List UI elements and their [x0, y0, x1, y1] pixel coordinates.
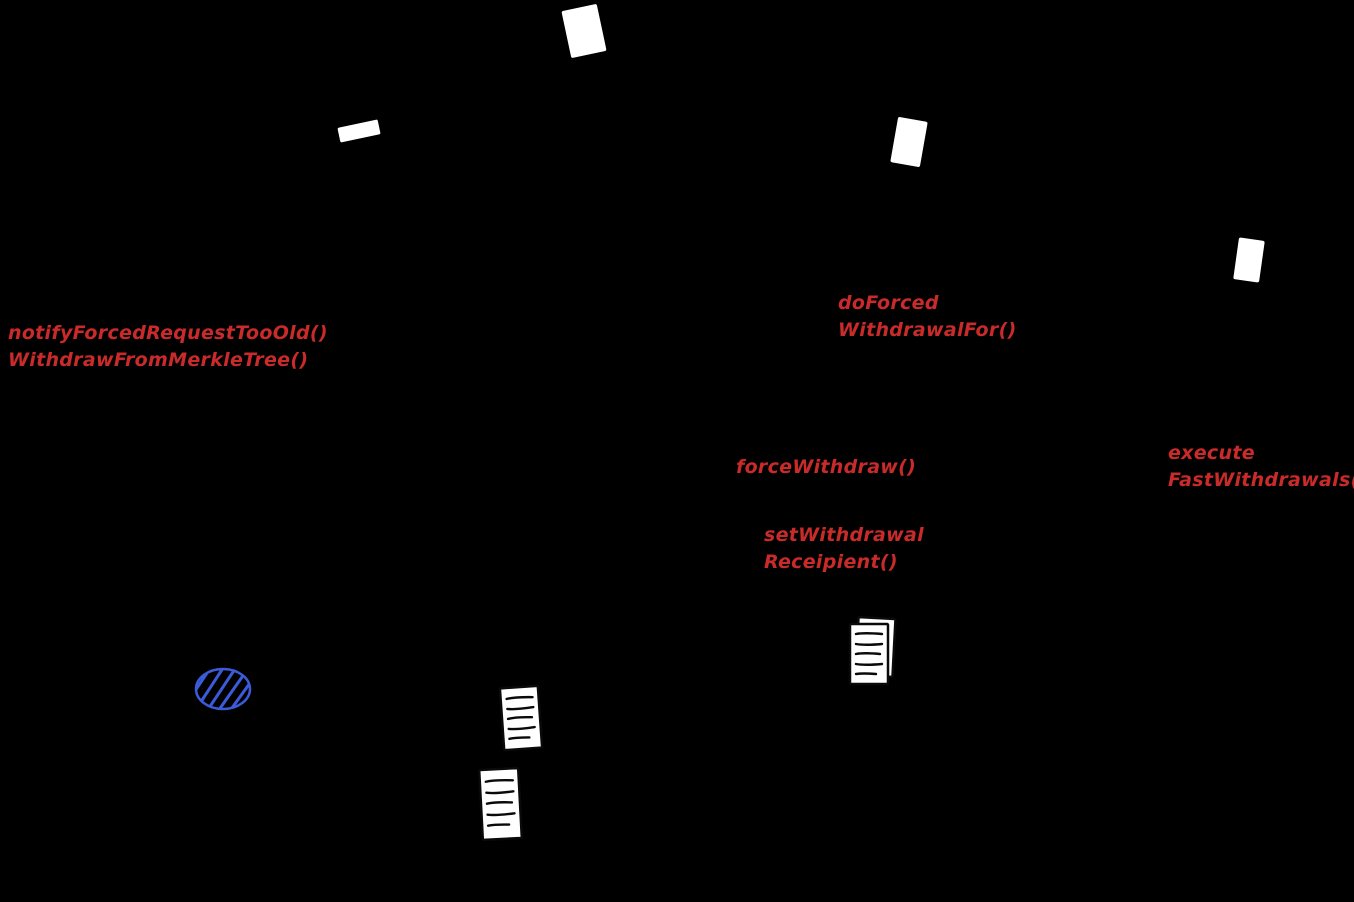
- document-lines-icon: [475, 765, 526, 843]
- document-stack-icon: [846, 616, 898, 688]
- paper-sheet-icon: [888, 115, 930, 168]
- label-line: setWithdrawal: [764, 524, 924, 546]
- paper-sheet-icon: [559, 2, 609, 59]
- label-execute-fast-withdrawals: execute FastWithdrawals(): [1168, 440, 1354, 494]
- label-line: FastWithdrawals(): [1168, 469, 1354, 491]
- label-line: execute: [1168, 442, 1255, 464]
- label-set-withdrawal-recipient: setWithdrawal Receipient(): [764, 522, 924, 576]
- label-notify-forced-request: notifyForcedRequestTooOld() WithdrawFrom…: [8, 320, 328, 374]
- scribble-ellipse-icon: [193, 666, 253, 712]
- paper-sheet-icon: [337, 118, 382, 144]
- label-line: notifyForcedRequestTooOld(): [8, 322, 328, 344]
- label-line: forceWithdraw(): [736, 456, 917, 478]
- label-force-withdraw: forceWithdraw(): [736, 454, 916, 481]
- label-do-forced-withdrawal-for: doForced WithdrawalFor(): [838, 290, 1017, 344]
- paper-sheet-icon: [1231, 236, 1267, 284]
- label-line: Receipient(): [764, 551, 898, 573]
- label-line: doForced: [838, 292, 939, 314]
- label-line: WithdrawFromMerkleTree(): [8, 349, 309, 371]
- label-line: WithdrawalFor(): [838, 319, 1017, 341]
- document-lines-icon: [496, 682, 547, 753]
